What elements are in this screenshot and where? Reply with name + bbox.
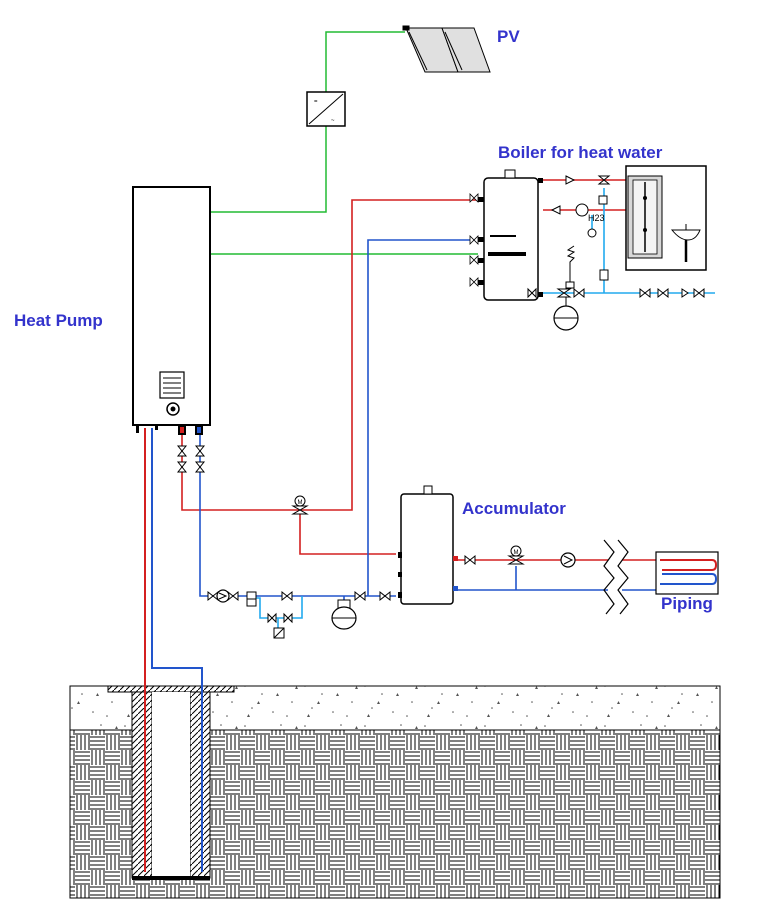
svg-text:M: M	[298, 500, 303, 506]
electric-lines	[210, 31, 478, 255]
boiler-valve-tag: H23	[588, 213, 605, 223]
heat-pump-unit	[132, 186, 211, 435]
accumulator-tank	[398, 485, 458, 605]
heating-circuit-valves	[176, 445, 391, 624]
boiler-tank	[469, 169, 543, 301]
pv-panel	[402, 25, 491, 73]
piping-label: Piping	[661, 594, 713, 613]
svg-text:~: ~	[331, 118, 335, 124]
shower-and-sink	[625, 165, 707, 271]
pv-label: PV	[497, 27, 520, 46]
floor-heating-valves	[464, 545, 525, 566]
hot-water-fittings	[527, 175, 705, 299]
svg-text:=: =	[314, 99, 318, 105]
borehole	[107, 685, 235, 880]
drain-box	[273, 627, 285, 639]
floor-heating-panel	[655, 551, 719, 595]
heat-pump-label: Heat Pump	[14, 311, 103, 330]
boiler-label: Boiler for heat water	[498, 143, 663, 162]
heating-circuit-pipes	[181, 199, 478, 628]
ground-loop-pipes	[144, 428, 203, 872]
circulation-pump	[216, 589, 230, 603]
svg-text:M: M	[514, 550, 519, 556]
pipe-break-marks	[603, 539, 629, 615]
safety-valve	[565, 245, 576, 289]
ground	[69, 685, 721, 899]
filter	[246, 591, 257, 607]
mixing-valve: M	[291, 495, 309, 515]
boiler-expansion-tank	[553, 297, 579, 331]
accumulator-label: Accumulator	[462, 499, 566, 518]
floor-heating-pipes	[458, 559, 656, 591]
expansion-tank	[331, 599, 357, 630]
inverter: = ~	[306, 91, 346, 127]
floor-heating-pump	[560, 552, 576, 568]
